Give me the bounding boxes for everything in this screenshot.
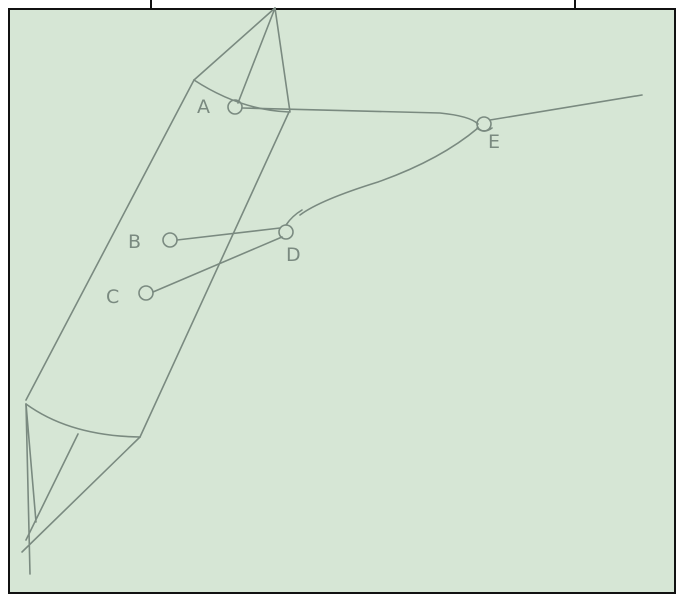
apex-line-3: [275, 8, 290, 112]
column-left-edge: [26, 80, 194, 400]
rope-b-d: [177, 228, 280, 240]
label-a: A: [197, 96, 210, 118]
bottom-apex-line-3: [22, 437, 140, 552]
apex-line-2: [238, 8, 275, 103]
rope-c-d: [153, 237, 282, 292]
rope-e-d: [300, 128, 478, 215]
label-e: E: [488, 131, 500, 153]
label-c: C: [106, 286, 119, 308]
apex-line-1: [194, 8, 275, 80]
pulley-b: [163, 233, 177, 247]
label-d: D: [286, 244, 301, 266]
column-right-edge: [140, 112, 289, 437]
pulley-d-hook: [286, 210, 302, 225]
rope-e-right: [490, 95, 642, 120]
column-bottom-arc: [26, 404, 140, 437]
label-b: B: [128, 231, 141, 253]
pulley-a: [228, 100, 242, 114]
pulley-c: [139, 286, 153, 300]
